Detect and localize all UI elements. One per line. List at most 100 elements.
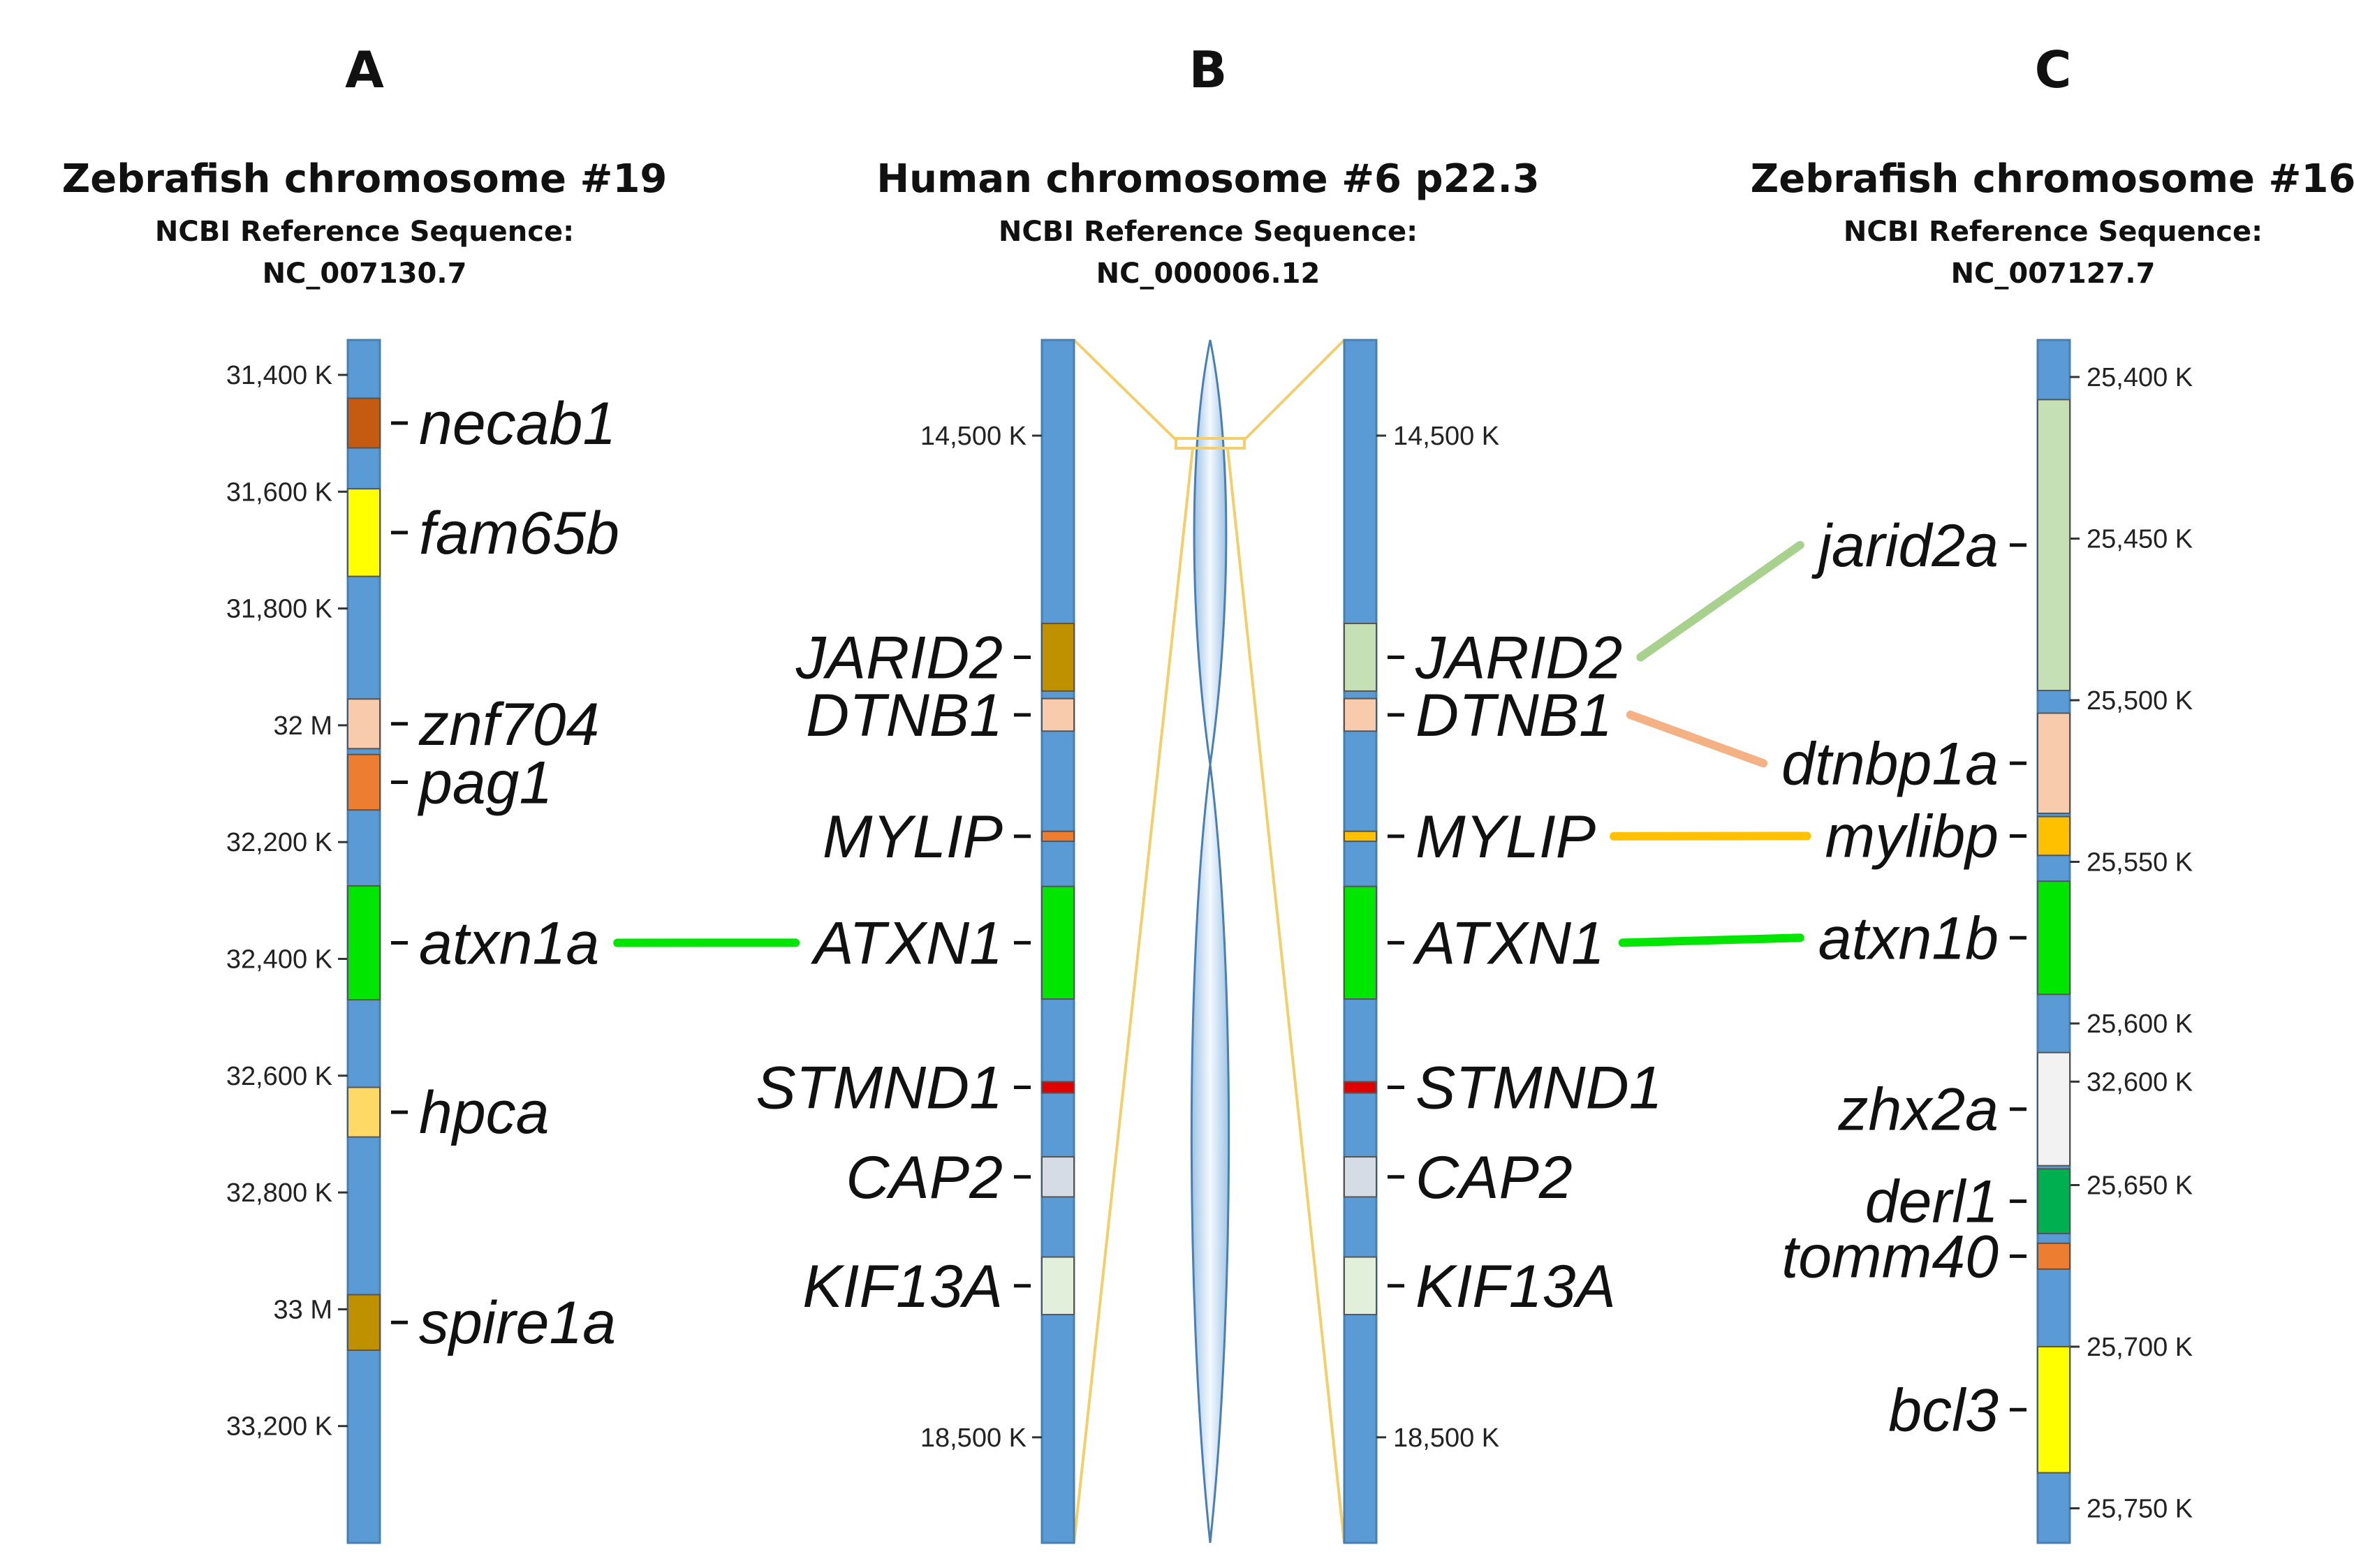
tick-label: 18,500 K <box>1393 1423 1499 1453</box>
gene-band-atxn1 <box>1344 885 1377 1000</box>
gene-band-jarid2 <box>1041 623 1075 692</box>
gene-label-kif13a: KIF13A <box>802 1253 1003 1320</box>
gene-jarid2a: jarid2a <box>1811 399 2070 692</box>
gene-band-mylip <box>1344 830 1377 843</box>
gene-band-fam65b <box>347 488 381 577</box>
chromosome-br: 14,500 K18,500 KJARID2DTNB1MYLIPATXN1STM… <box>1343 339 1663 1544</box>
gene-label-dtnb1: DTNB1 <box>806 682 1003 749</box>
chromosome-6-ideogram <box>1073 339 1346 1544</box>
panel-c-letter: C <box>2035 40 2072 99</box>
tick-label: 32,600 K <box>2087 1067 2193 1097</box>
tick-label: 18,500 K <box>920 1423 1027 1453</box>
gene-band-necab1 <box>347 397 381 449</box>
tick-label: 31,800 K <box>226 595 332 624</box>
gene-label-zhx2a: zhx2a <box>1838 1077 1999 1144</box>
panel-b-title: Human chromosome #6 p22.3 <box>876 156 1539 202</box>
panel-a-ref-label: NCBI Reference Sequence: <box>155 216 574 248</box>
chromosome-maps: 31,400 K 31,600 K 31,800 K 32 M 32,200 K 32,4… <box>226 339 2193 1544</box>
gene-cap2: CAP2 <box>846 1144 1075 1211</box>
gene-band-pag1 <box>347 753 381 811</box>
gene-kif13a: KIF13A <box>802 1253 1075 1320</box>
gene-band-stmnd1 <box>1041 1081 1075 1094</box>
gene-bcl3: bcl3 <box>1888 1346 2070 1474</box>
gene-band-cap2 <box>1344 1156 1377 1198</box>
gene-band-atxn1a <box>347 885 381 1001</box>
gene-label-mylip: MYLIP <box>823 804 1003 871</box>
gene-stmnd1: STMND1 <box>1344 1055 1663 1122</box>
gene-znf704: znf704 <box>347 691 599 758</box>
axis-tick: 31,600 K <box>226 478 348 507</box>
tick-label: 32,600 K <box>226 1062 332 1091</box>
ideogram-p-arm <box>1193 339 1228 765</box>
panel-a-ref-id: NC_007130.7 <box>263 258 467 290</box>
gene-hpca: hpca <box>347 1079 550 1146</box>
gene-pag1: pag1 <box>347 749 552 816</box>
panel-c-header: C Zebrafish chromosome #16 NCBI Referenc… <box>1751 40 2354 290</box>
axis-tick: 18,500 K <box>1376 1423 1499 1453</box>
gene-cap2: CAP2 <box>1344 1144 1573 1211</box>
ideogram-highlight-region <box>1175 437 1246 450</box>
gene-band-jarid2 <box>1344 623 1377 692</box>
ideogram-q-arm <box>1190 764 1230 1544</box>
chromosome-c: 25,400 K25,450 K25,500 K25,550 K25,600 K… <box>1781 339 2193 1544</box>
gene-atxn1b: atxn1b <box>1818 880 2070 996</box>
axis-tick: 32 M <box>274 711 348 741</box>
gene-fam65b: fam65b <box>347 488 619 577</box>
gene-band-stmnd1 <box>1344 1081 1377 1094</box>
ortholog-connectors <box>613 540 1811 947</box>
gene-band-dtnb1 <box>1041 697 1075 732</box>
gene-atxn1: ATXN1 <box>1344 885 1605 1000</box>
gene-mylip: MYLIP <box>1344 804 1596 871</box>
gene-mylip: MYLIP <box>823 804 1075 871</box>
gene-label-cap2: CAP2 <box>1415 1144 1573 1211</box>
gene-jarid2: JARID2 <box>795 623 1075 692</box>
gene-kif13a: KIF13A <box>1344 1253 1616 1320</box>
gene-dtnbp1a: dtnbp1a <box>1781 712 2070 815</box>
gene-label-cap2: CAP2 <box>846 1144 1003 1211</box>
axis-tick: 31,800 K <box>226 595 348 624</box>
axis-tick: 25,700 K <box>2070 1333 2193 1362</box>
axis-tick: 33,200 K <box>226 1412 348 1442</box>
axis-tick: 25,550 K <box>2070 848 2193 878</box>
panel-b-ref-id: NC_000006.12 <box>1096 258 1321 290</box>
zoom-line-left-bottom <box>1073 448 1194 1544</box>
tick-label: 25,450 K <box>2087 525 2193 554</box>
tick-label: 14,500 K <box>1393 422 1499 451</box>
panel-b-header: B Human chromosome #6 p22.3 NCBI Referen… <box>876 40 1539 290</box>
gene-necab1: necab1 <box>347 390 616 457</box>
gene-dtnb1: DTNB1 <box>806 682 1075 749</box>
gene-tomm40: tomm40 <box>1781 1223 2070 1290</box>
gene-band-kif13a <box>1041 1256 1075 1316</box>
tick-label: 25,700 K <box>2087 1333 2193 1362</box>
panel-a-header: A Zebrafish chromosome #19 NCBI Referenc… <box>62 40 668 290</box>
axis-tick: 18,500 K <box>920 1423 1042 1453</box>
gene-label-stmnd1: STMND1 <box>756 1055 1003 1122</box>
gene-label-stmnd1: STMND1 <box>1415 1055 1663 1122</box>
tick-label: 32,400 K <box>226 945 332 975</box>
axis-tick: 25,650 K <box>2070 1171 2193 1201</box>
zoom-line-left-top <box>1073 339 1177 441</box>
axis-tick: 25,500 K <box>2070 686 2193 716</box>
gene-label-spire1a: spire1a <box>419 1289 616 1356</box>
gene-label-mylip: MYLIP <box>1415 804 1596 871</box>
gene-band-znf704 <box>347 698 381 750</box>
gene-label-znf704: znf704 <box>418 691 599 758</box>
gene-label-atxn1a: atxn1a <box>419 910 599 977</box>
gene-band-mylip <box>1041 830 1075 843</box>
zoom-line-right-top <box>1243 339 1346 441</box>
gene-band-dtnb1 <box>1344 697 1377 732</box>
axis-tick: 31,400 K <box>226 361 348 390</box>
axis-tick: 32,400 K <box>226 945 348 975</box>
gene-band-derl1 <box>2037 1168 2070 1234</box>
gene-label-jarid2a: jarid2a <box>1811 512 1999 579</box>
connector-b-atxn1-to-c-atxn1b <box>1618 933 1804 947</box>
gene-label-pag1: pag1 <box>417 749 552 816</box>
gene-band-jarid2a <box>2037 399 2070 692</box>
axis-tick: 14,500 K <box>920 422 1042 451</box>
gene-label-fam65b: fam65b <box>419 500 619 567</box>
gene-label-kif13a: KIF13A <box>1415 1253 1616 1320</box>
gene-band-bcl3 <box>2037 1346 2070 1474</box>
gene-label-derl1: derl1 <box>1865 1169 1999 1236</box>
gene-band-dtnbp1a <box>2037 712 2070 815</box>
axis-tick: 32,200 K <box>226 828 348 857</box>
